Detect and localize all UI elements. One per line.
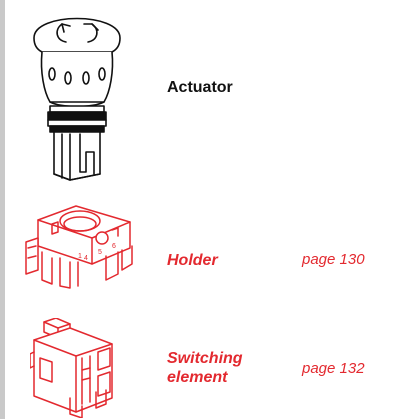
- page-side-bar: [0, 0, 5, 419]
- holder-page-reference[interactable]: page 130: [302, 251, 365, 268]
- switching-element-page-reference[interactable]: page 132: [302, 360, 365, 377]
- switching-element-label: Switching element: [167, 350, 243, 386]
- switching-element-icon: [30, 318, 122, 418]
- contact-block-holder-icon: 1 4 5 6: [18, 202, 142, 292]
- svg-text:1: 1: [78, 253, 82, 260]
- svg-text:4: 4: [84, 255, 88, 262]
- svg-text:6: 6: [112, 243, 116, 250]
- holder-label: Holder: [167, 252, 218, 269]
- svg-text:5: 5: [98, 249, 102, 256]
- emergency-stop-actuator-icon: [22, 2, 132, 192]
- actuator-label: Actuator: [167, 79, 233, 96]
